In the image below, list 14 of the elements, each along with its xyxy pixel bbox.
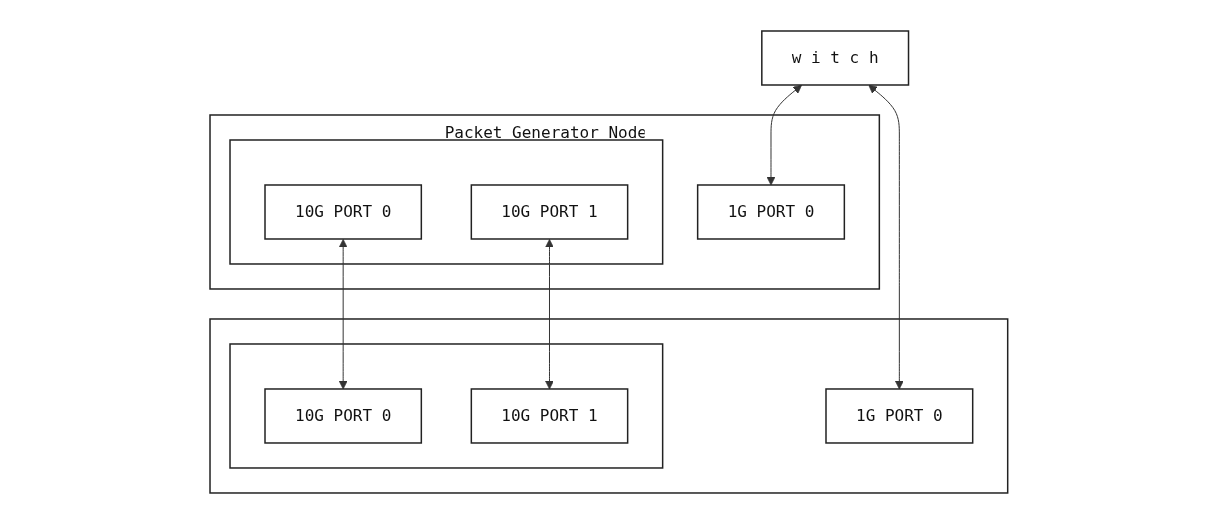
cluster: [229, 342, 664, 469]
node-box: 10G PORT 1: [470, 183, 629, 240]
arrow: [766, 84, 803, 185]
cluster: [209, 317, 1009, 494]
node-box: 1G PORT 0: [697, 183, 846, 240]
node-box: 10G PORT 0: [264, 183, 423, 240]
node-box: 1G PORT 0: [825, 387, 974, 444]
cluster: [229, 138, 664, 265]
node-box: w i t c h: [761, 29, 910, 86]
node-box: 10G PORT 1: [470, 387, 629, 444]
arrow: [868, 84, 904, 389]
arrow: [338, 238, 348, 389]
node-box: 10G PORT 0: [264, 387, 423, 444]
arrow: [545, 238, 555, 389]
